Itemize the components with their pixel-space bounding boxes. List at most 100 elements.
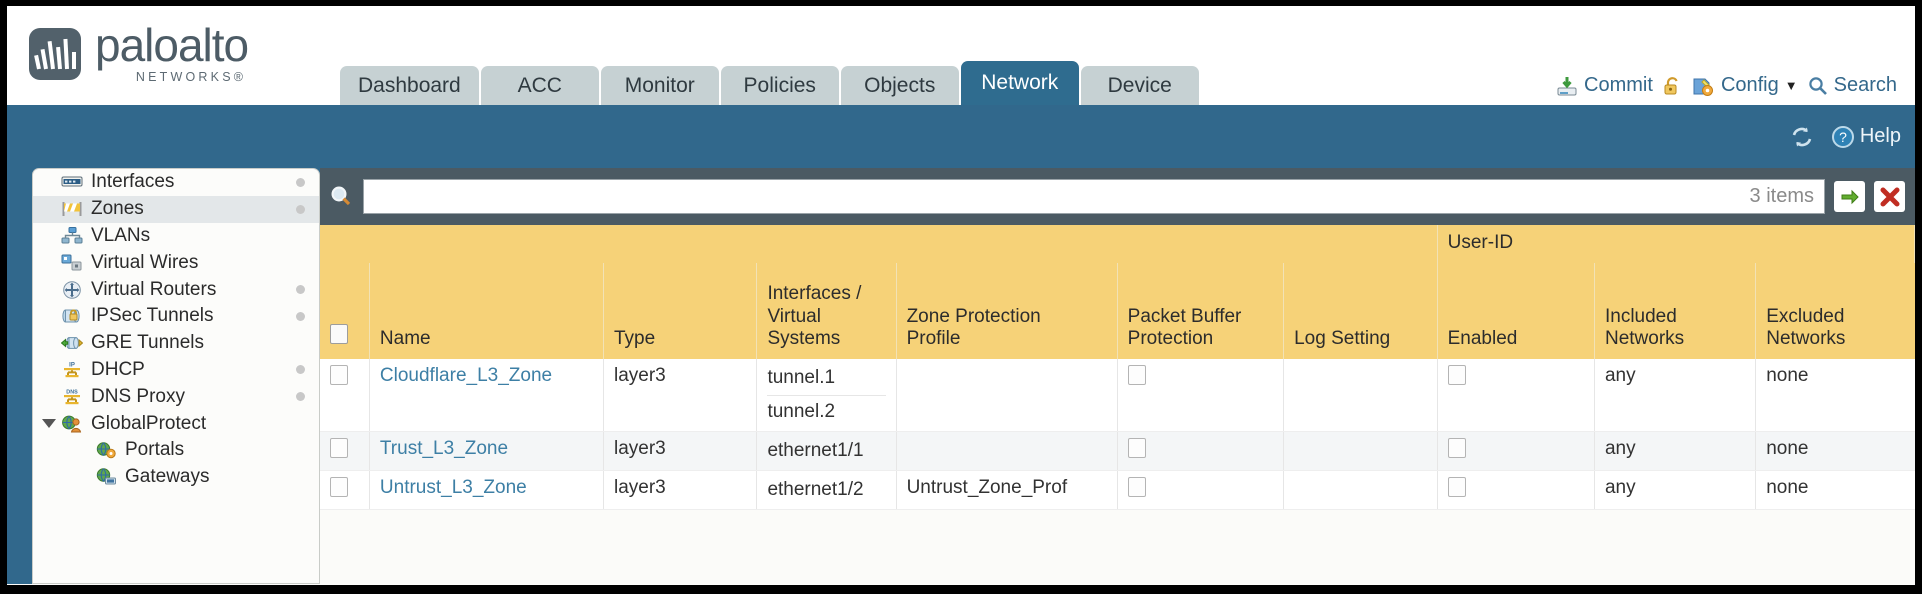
tab-objects[interactable]: Objects: [840, 66, 959, 105]
userid-enabled-checkbox[interactable]: [1447, 365, 1466, 386]
sidebar-item-portals[interactable]: Portals: [33, 437, 319, 464]
tab-policies[interactable]: Policies: [720, 66, 839, 105]
cell-included-networks: any: [1594, 470, 1757, 511]
zone-name-link[interactable]: Untrust_L3_Zone: [379, 477, 527, 499]
lock-button[interactable]: [1662, 75, 1683, 97]
sidebar-item-gre-tunnels[interactable]: GRE Tunnels: [33, 330, 319, 357]
row-select-cell[interactable]: [320, 431, 370, 472]
row-select-checkbox[interactable]: [330, 477, 348, 498]
cell-included-networks: any: [1594, 359, 1757, 433]
col-interfaces-line3: Systems: [767, 328, 841, 349]
cell-userid-enabled[interactable]: [1437, 431, 1595, 472]
sidebar-item-virtual-routers[interactable]: Virtual Routers: [33, 276, 319, 303]
help-button[interactable]: ? Help: [1831, 125, 1901, 149]
row-select-cell[interactable]: [320, 470, 370, 511]
sidebar-item-label: IPSec Tunnels: [91, 305, 214, 327]
search-icon[interactable]: [328, 184, 354, 210]
cell-name[interactable]: Trust_L3_Zone: [369, 431, 604, 472]
cell-zone-protection-profile: [896, 359, 1118, 433]
sidebar-item-globalprotect[interactable]: GlobalProtect: [33, 410, 319, 437]
userid-enabled-checkbox[interactable]: [1447, 477, 1466, 498]
dhcp-icon: IP: [61, 360, 83, 380]
col-name[interactable]: Name: [369, 263, 604, 360]
col-enabled[interactable]: Enabled: [1437, 263, 1595, 360]
row-select-checkbox[interactable]: [330, 365, 348, 386]
cell-packet-buffer-protection[interactable]: [1117, 431, 1285, 472]
col-packet-buffer-line1: Packet Buffer: [1127, 305, 1242, 327]
sidebar-item-ipsec-tunnels[interactable]: IPSec Tunnels: [33, 303, 319, 330]
commit-label: Commit: [1584, 74, 1653, 96]
cell-packet-buffer-protection[interactable]: [1117, 359, 1285, 433]
brand-subtitle: NETWORKS®: [135, 70, 247, 84]
col-log-setting[interactable]: Log Setting: [1283, 263, 1438, 360]
sidebar-item-virtual-wires[interactable]: Virtual Wires: [33, 249, 319, 276]
sidebar-item-dhcp[interactable]: IP DHCP: [33, 357, 319, 384]
cell-log-setting: [1283, 431, 1438, 472]
row-select-cell[interactable]: [320, 359, 370, 433]
cell-packet-buffer-protection[interactable]: [1117, 470, 1285, 511]
sidebar-item-label: Portals: [125, 439, 185, 461]
caret-down-icon[interactable]: [42, 419, 56, 429]
dns-proxy-icon: DNS: [61, 387, 83, 407]
tab-acc[interactable]: ACC: [480, 66, 599, 105]
tab-monitor[interactable]: Monitor: [600, 66, 719, 105]
tab-device[interactable]: Device: [1080, 66, 1199, 105]
col-included-networks[interactable]: Included Networks: [1594, 263, 1757, 360]
sidebar-item-vlans[interactable]: VLANs: [33, 223, 319, 250]
interface-entry: tunnel.1: [767, 367, 836, 389]
apply-filter-button[interactable]: [1834, 181, 1865, 212]
cell-userid-enabled[interactable]: [1437, 359, 1595, 433]
zones-pane: 3 items: [320, 168, 1915, 584]
sidebar-item-label: Virtual Wires: [91, 251, 199, 273]
col-type[interactable]: Type: [603, 263, 758, 360]
sidebar-item-gateways[interactable]: Gateways: [33, 464, 319, 491]
col-interfaces[interactable]: Interfaces / Virtual Systems: [756, 263, 897, 360]
cell-name[interactable]: Cloudflare_L3_Zone: [369, 359, 604, 433]
refresh-icon[interactable]: [1789, 124, 1815, 150]
col-zone-protection[interactable]: Zone Protection Profile: [896, 263, 1118, 360]
search-button[interactable]: Search: [1807, 74, 1897, 97]
zone-name-link[interactable]: Cloudflare_L3_Zone: [379, 365, 553, 387]
col-excluded-networks[interactable]: Excluded Networks: [1755, 263, 1915, 360]
select-all-checkbox[interactable]: [330, 324, 348, 344]
zones-icon: [61, 199, 83, 219]
tab-dashboard[interactable]: Dashboard: [340, 66, 479, 105]
col-packet-buffer[interactable]: Packet Buffer Protection: [1117, 263, 1285, 360]
cell-userid-enabled[interactable]: [1437, 470, 1595, 511]
gre-tunnels-icon: [60, 333, 84, 353]
chevron-down-icon[interactable]: ▼: [1784, 78, 1798, 93]
select-all-header[interactable]: [320, 263, 370, 360]
config-menu[interactable]: Config ▼: [1692, 74, 1798, 97]
config-label: Config: [1720, 74, 1779, 96]
cell-name[interactable]: Untrust_L3_Zone: [369, 470, 604, 511]
vlans-icon: [61, 226, 83, 246]
sidebar-item-interfaces[interactable]: Interfaces: [33, 169, 319, 196]
zone-name-link[interactable]: Trust_L3_Zone: [379, 438, 509, 460]
col-zone-protection-line1: Zone Protection: [906, 305, 1041, 327]
clear-filter-button[interactable]: [1874, 181, 1905, 212]
tab-network[interactable]: Network: [960, 61, 1079, 105]
row-select-checkbox[interactable]: [330, 438, 348, 459]
svg-text:DNS: DNS: [66, 389, 78, 395]
userid-enabled-checkbox[interactable]: [1447, 438, 1466, 459]
search-input[interactable]: 3 items: [363, 179, 1825, 214]
packet-buffer-checkbox[interactable]: [1127, 365, 1146, 386]
sidebar-item-zones[interactable]: Zones: [33, 195, 319, 223]
sidebar-item-label: DHCP: [91, 358, 145, 380]
ipsec-tunnels-icon: [61, 306, 83, 326]
zones-table: User-ID Name Type Interfaces / Virtual S…: [320, 225, 1915, 511]
sidebar-item-status-dot: [296, 204, 305, 214]
commit-button[interactable]: Commit: [1556, 74, 1653, 97]
packet-buffer-checkbox[interactable]: [1127, 477, 1146, 498]
brand-name: paloalto: [95, 19, 249, 71]
packet-buffer-checkbox[interactable]: [1127, 438, 1146, 459]
